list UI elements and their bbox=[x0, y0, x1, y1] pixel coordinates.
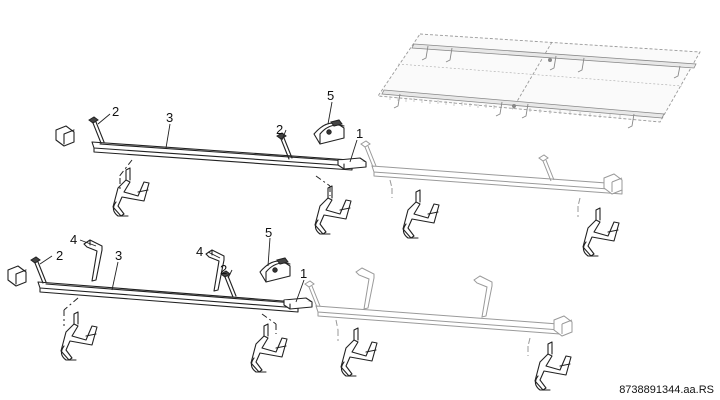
roof-hook bbox=[112, 167, 150, 217]
roof-hook bbox=[340, 327, 378, 377]
callout-label: 1 bbox=[300, 266, 307, 281]
panel-overview-inset bbox=[377, 33, 701, 129]
callout-label: 2 bbox=[220, 262, 227, 277]
rail-end-cap bbox=[553, 315, 573, 337]
callout-leaders bbox=[39, 101, 358, 303]
callout-label: 3 bbox=[166, 110, 173, 125]
callout-label: 4 bbox=[70, 232, 77, 247]
callout-label: 5 bbox=[265, 225, 272, 240]
rail-end-cap bbox=[7, 265, 27, 287]
profile-clip bbox=[473, 275, 493, 318]
rail-end-cap bbox=[603, 173, 623, 195]
callout-label: 2 bbox=[56, 248, 63, 263]
roof-hook bbox=[534, 341, 572, 391]
lower-rail-assembly bbox=[7, 239, 573, 391]
roof-hook bbox=[250, 323, 288, 373]
upper-rail-assembly bbox=[55, 116, 623, 257]
hammer-head-bolt bbox=[30, 256, 47, 284]
callout-label: 4 bbox=[196, 244, 203, 259]
roof-hook bbox=[314, 185, 352, 235]
rail-end-cap bbox=[55, 125, 75, 147]
middle-clamp bbox=[259, 257, 291, 283]
callout-label: 2 bbox=[112, 104, 119, 119]
callout-label: 2 bbox=[276, 122, 283, 137]
callout-label: 5 bbox=[327, 88, 334, 103]
profile-clip bbox=[355, 267, 375, 310]
rail-connector bbox=[337, 157, 367, 170]
profile-clip bbox=[83, 239, 103, 282]
callout-labels: 2 3 2 5 1 4 2 3 4 2 5 1 bbox=[56, 88, 363, 281]
roof-hook bbox=[60, 311, 98, 361]
document-id: 8738891344.aa.RS bbox=[619, 384, 714, 396]
roof-hook bbox=[402, 189, 440, 239]
callout-label: 3 bbox=[115, 248, 122, 263]
rail-connector bbox=[283, 297, 313, 310]
callout-label: 1 bbox=[356, 126, 363, 141]
middle-clamp bbox=[313, 119, 345, 145]
roof-hook bbox=[582, 207, 620, 257]
hammer-head-bolt bbox=[538, 154, 555, 182]
